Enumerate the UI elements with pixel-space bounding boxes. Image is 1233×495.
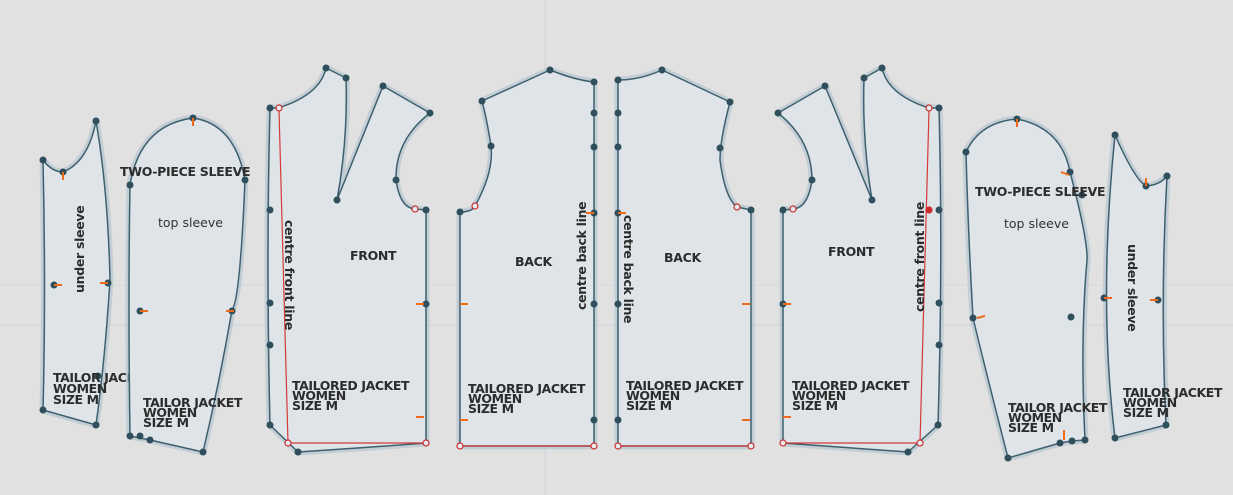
pattern-piece-right-front[interactable]: FRONT centre front line TAILORED JACKET … xyxy=(774,64,945,456)
piece-info-line-2: WOMEN xyxy=(143,405,197,420)
piece-title-label: TWO-PIECE SLEEVE xyxy=(975,184,1105,199)
vertex-points[interactable] xyxy=(774,64,943,456)
pattern-piece-right-under-sleeve[interactable]: under sleeve TAILOR JACKET WOMEN SIZE M xyxy=(1100,131,1223,442)
piece-info-line-3: SIZE M xyxy=(626,398,672,413)
piece-info-line-1: TAILOR JACKET xyxy=(1008,400,1108,415)
piece-info-line-1: TAILORED JACKET xyxy=(292,378,410,393)
piece-info-line-3: SIZE M xyxy=(292,398,338,413)
notch-marks xyxy=(416,303,424,418)
notch-marks xyxy=(140,118,234,312)
piece-info-line-2: WOMEN xyxy=(53,381,107,396)
notch-marks xyxy=(783,303,791,418)
pattern-piece-left-top-sleeve[interactable]: TWO-PIECE SLEEVE top sleeve TAILOR JACKE… xyxy=(120,114,251,456)
piece-info-line-2: WOMEN xyxy=(792,388,846,403)
pattern-piece-right-back[interactable]: centre back line BACK TAILORED JACKET WO… xyxy=(614,66,755,450)
piece-name-label: FRONT xyxy=(350,248,397,263)
notch-marks xyxy=(976,119,1070,440)
piece-info-line-3: SIZE M xyxy=(1008,420,1054,435)
vertex-points[interactable] xyxy=(962,115,1089,462)
piece-info-line-2: WOMEN xyxy=(1008,410,1062,425)
vertex-points[interactable] xyxy=(456,66,598,450)
grain-line xyxy=(919,109,930,444)
centre-back-line-label: centre back line xyxy=(621,215,636,323)
vertex-points[interactable] xyxy=(266,64,434,456)
piece-name-label: top sleeve xyxy=(158,215,223,230)
piece-info-line-2: WOMEN xyxy=(468,391,522,406)
piece-name-label: under sleeve xyxy=(72,206,87,293)
piece-info-line-1: TAILORED JACKET xyxy=(792,378,910,393)
piece-name-label: BACK xyxy=(515,254,553,269)
piece-info-line-2: WOMEN xyxy=(292,388,346,403)
pattern-piece-right-top-sleeve[interactable]: TWO-PIECE SLEEVE top sleeve TAILOR JACKE… xyxy=(962,115,1108,462)
piece-info-line-3: SIZE M xyxy=(53,392,99,407)
piece-info-line-2: WOMEN xyxy=(626,388,680,403)
notch-marks xyxy=(1104,178,1158,301)
centre-front-line-label: centre front line xyxy=(912,202,927,312)
piece-title-label: TWO-PIECE SLEEVE xyxy=(120,164,250,179)
centre-front-line-label: centre front line xyxy=(282,220,297,330)
notch-marks xyxy=(460,212,594,421)
piece-info-line-1: TAILOR JACKET xyxy=(1123,385,1223,400)
piece-info-line-1: TAILORED JACKET xyxy=(468,381,586,396)
pattern-piece-left-back[interactable]: BACK centre back line TAILORED JACKET WO… xyxy=(456,66,598,450)
piece-info-line-3: SIZE M xyxy=(468,401,514,416)
grain-line xyxy=(278,109,289,444)
piece-info-line-3: SIZE M xyxy=(143,415,189,430)
piece-info-line-2: WOMEN xyxy=(1123,395,1177,410)
piece-name-label: under sleeve xyxy=(1125,244,1140,331)
notch-marks xyxy=(618,212,750,421)
piece-info-line-3: SIZE M xyxy=(1123,405,1169,420)
piece-info-line-3: SIZE M xyxy=(792,398,838,413)
centre-back-line-label: centre back line xyxy=(574,202,589,310)
piece-name-label: FRONT xyxy=(828,244,875,259)
pattern-piece-left-front[interactable]: centre front line FRONT TAILORED JACKET … xyxy=(264,64,434,456)
piece-name-label: BACK xyxy=(664,250,702,265)
piece-info-line-1: TAILORED JACKET xyxy=(626,378,744,393)
piece-name-label: top sleeve xyxy=(1004,216,1069,231)
notch-marks xyxy=(54,172,108,286)
piece-info-line-1: TAILOR JACKET xyxy=(143,395,243,410)
